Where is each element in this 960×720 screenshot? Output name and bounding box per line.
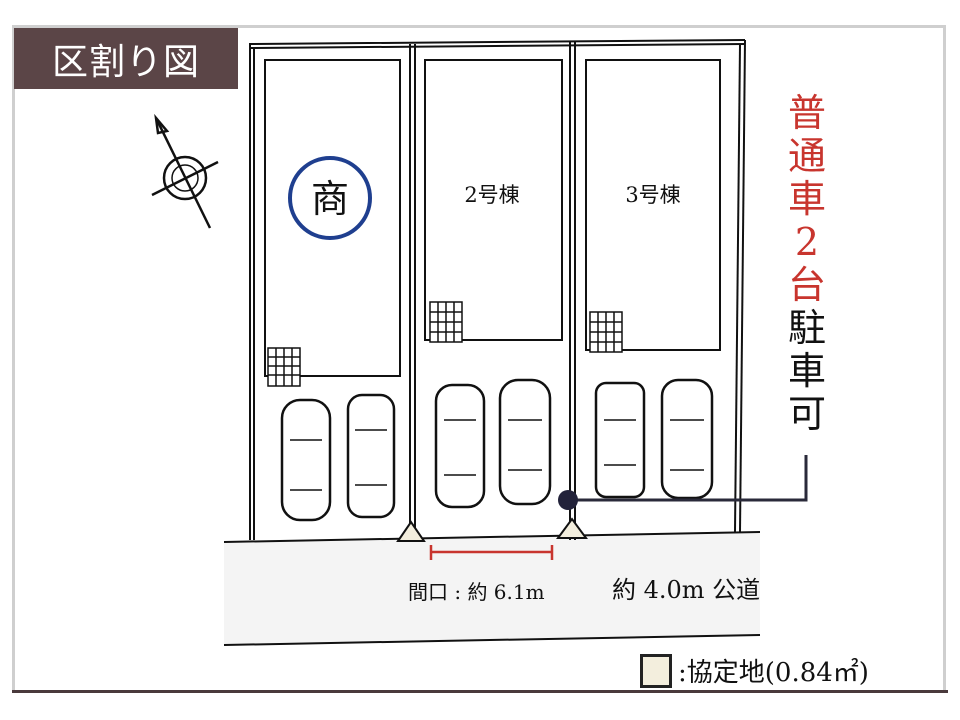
car — [346, 393, 396, 519]
road — [224, 532, 760, 645]
page-title: 区割り図 — [14, 28, 238, 89]
frontage-dimension — [429, 545, 554, 560]
building-1 — [264, 59, 401, 377]
lot-1-label: 商 — [311, 177, 349, 221]
parking-note-char: 車 — [787, 177, 826, 221]
frontage-label: 間口 : 約 6.1m — [408, 580, 545, 604]
parking-note-char: 通 — [787, 134, 826, 178]
compass-icon — [151, 113, 219, 229]
car — [498, 378, 552, 506]
parking-note-char: 可 — [787, 392, 826, 436]
leader-dot — [558, 490, 578, 510]
agreement-land-swatch — [640, 653, 672, 688]
lot-boundaries — [249, 39, 746, 540]
car — [594, 381, 646, 499]
legend: :協定地(0.84㎡) — [640, 652, 869, 689]
agreement-land-markers — [396, 517, 588, 542]
car — [434, 383, 486, 509]
building-3 — [585, 59, 721, 351]
bottom-divider — [12, 690, 948, 693]
parking-note-char: 普 — [787, 91, 826, 135]
parking-leader-line — [568, 455, 808, 502]
car — [660, 378, 714, 500]
parking-note-char: 2 — [794, 220, 820, 264]
parking-note-char: 駐 — [787, 306, 826, 350]
buildings — [264, 59, 721, 377]
plan-frame — [12, 25, 946, 691]
parking-note-char: 車 — [787, 349, 826, 393]
parking-note: 普 通 車 2 台 駐 車 可 — [784, 92, 830, 436]
meter-icons — [267, 301, 623, 387]
lot-2-label: 2号棟 — [464, 183, 519, 207]
commercial-circle — [288, 156, 372, 240]
building-2 — [424, 59, 563, 341]
legend-label: :協定地(0.84㎡) — [678, 658, 869, 688]
parking-note-char: 台 — [787, 263, 826, 307]
car — [280, 398, 332, 522]
road-label: 約 4.0m 公道 — [612, 576, 761, 604]
lot-3-label: 3号棟 — [625, 183, 680, 207]
